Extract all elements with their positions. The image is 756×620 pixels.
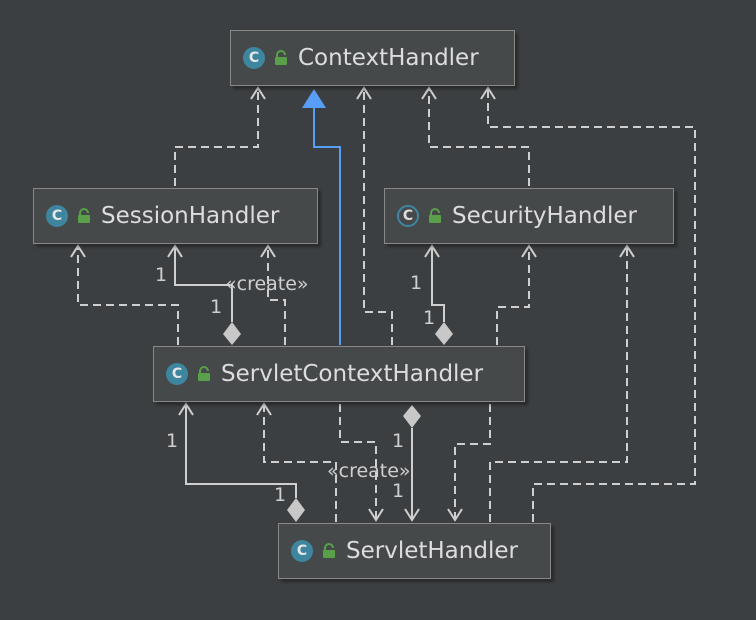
context-handler-box[interactable]: C ContextHandler bbox=[230, 30, 515, 86]
servlet-handler-box[interactable]: C ServletHandler bbox=[278, 523, 551, 579]
arrowhead bbox=[256, 402, 272, 416]
multiplicity-label: 1 bbox=[392, 430, 405, 452]
public-lock-icon bbox=[429, 208, 441, 223]
session-handler-box[interactable]: C SessionHandler bbox=[33, 188, 318, 244]
arrowhead bbox=[404, 508, 420, 522]
arrowhead bbox=[167, 244, 183, 258]
security-depends-context bbox=[428, 88, 530, 186]
servletcontext-depends-session-left bbox=[77, 246, 179, 345]
composition-diamond bbox=[403, 405, 421, 428]
arrowhead bbox=[250, 86, 266, 100]
arrowhead bbox=[424, 244, 440, 258]
class-icon: C bbox=[166, 363, 188, 385]
public-lock-icon bbox=[78, 208, 90, 223]
class-name: SessionHandler bbox=[101, 203, 280, 229]
abstract-class-icon: C bbox=[397, 205, 419, 227]
servletcontext-depends-context bbox=[363, 88, 393, 345]
arrowhead bbox=[447, 508, 463, 522]
arrowhead bbox=[70, 244, 86, 258]
create-session-label: «create» bbox=[225, 273, 309, 295]
create-session-dependency bbox=[267, 246, 286, 345]
servlet-context-handler-box[interactable]: C ServletContextHandler bbox=[153, 346, 525, 402]
session-composition bbox=[174, 246, 233, 322]
class-name: ServletContextHandler bbox=[221, 361, 484, 387]
arrowhead bbox=[178, 402, 194, 416]
composition-diamond bbox=[223, 322, 241, 345]
public-lock-icon bbox=[323, 543, 335, 558]
servletcontext-depends-servlet bbox=[454, 404, 491, 520]
servlet-depends-context bbox=[487, 88, 696, 522]
class-icon: C bbox=[46, 205, 68, 227]
composition-diamond bbox=[435, 322, 453, 345]
servlet-depends-security bbox=[489, 246, 628, 522]
arrowhead bbox=[368, 508, 384, 522]
class-icon: C bbox=[243, 47, 265, 69]
multiplicity-label: 1 bbox=[166, 430, 179, 452]
arrowhead bbox=[421, 86, 437, 100]
class-name: ContextHandler bbox=[298, 45, 479, 71]
multiplicity-label: 1 bbox=[274, 484, 287, 506]
servletcontext-composition bbox=[185, 404, 297, 498]
arrowhead bbox=[619, 244, 635, 258]
multiplicity-label: 1 bbox=[410, 272, 423, 294]
extends-arrowhead bbox=[302, 89, 326, 108]
composition-diamond bbox=[287, 498, 305, 522]
class-name: ServletHandler bbox=[346, 538, 518, 564]
multiplicity-label: 1 bbox=[210, 296, 223, 318]
public-lock-icon bbox=[275, 50, 287, 65]
security-composition bbox=[431, 246, 445, 322]
multiplicity-label: 1 bbox=[155, 264, 168, 286]
servletcontext-depends-security bbox=[496, 246, 530, 345]
multiplicity-label: 1 bbox=[392, 480, 405, 502]
arrowhead bbox=[356, 86, 372, 100]
class-name: SecurityHandler bbox=[452, 203, 638, 229]
arrowhead bbox=[521, 244, 537, 258]
public-lock-icon bbox=[198, 366, 210, 381]
class-icon: C bbox=[291, 540, 313, 562]
arrowhead bbox=[260, 244, 276, 258]
extends-edge bbox=[313, 108, 341, 345]
servlet-depends-servletcontext bbox=[263, 404, 337, 522]
arrowhead bbox=[480, 86, 496, 100]
security-handler-box[interactable]: C SecurityHandler bbox=[384, 188, 674, 244]
create-servlet-dependency bbox=[339, 404, 377, 520]
multiplicity-label: 1 bbox=[423, 307, 436, 329]
session-depends-context bbox=[174, 88, 259, 186]
create-servlet-label: «create» bbox=[327, 460, 411, 482]
